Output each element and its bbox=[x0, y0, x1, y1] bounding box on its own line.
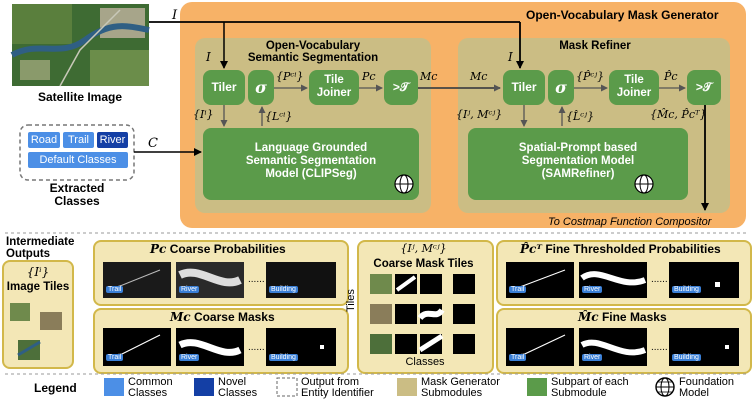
ovss-title: Open-Vocabulary Semantic Segmentation bbox=[247, 40, 379, 64]
tag-river-fm: River bbox=[582, 354, 603, 361]
fine-prob-var: P̂cᵀ bbox=[520, 242, 542, 256]
var-I-top: I bbox=[172, 8, 178, 23]
clipseg-globe-icon bbox=[394, 174, 414, 194]
class-river: River bbox=[97, 132, 128, 148]
extracted-classes-label: Extracted Classes bbox=[49, 181, 105, 208]
var-Pc: Pc bbox=[362, 70, 376, 83]
tag-building-fm: Building bbox=[672, 354, 701, 361]
refiner-sigma: σ bbox=[548, 70, 574, 105]
class-trail: Trail bbox=[63, 132, 94, 148]
tag-trail-fm: Trail bbox=[509, 354, 527, 361]
tag-river-fp: River bbox=[582, 286, 603, 293]
var-Lci: {Lᶜⁱ} bbox=[265, 110, 293, 123]
coarse-prob-label: Coarse Probabilities bbox=[169, 242, 286, 256]
refiner-tile-joiner: Tile Joiner bbox=[609, 70, 659, 105]
fine-masks-var: M̂c bbox=[578, 310, 599, 324]
samrefiner-globe-icon bbox=[634, 174, 654, 194]
ovss-tile-joiner: Tile Joiner bbox=[309, 70, 359, 105]
svg-text:......: ...... bbox=[248, 342, 265, 353]
tag-trail-cp: Trail bbox=[106, 286, 124, 293]
svg-text:......: ...... bbox=[651, 274, 668, 285]
tag-trail-fp: Trail bbox=[509, 286, 527, 293]
svg-text:......: ...... bbox=[651, 342, 668, 353]
legend-output-label: Output from Entity Identifier bbox=[301, 376, 374, 399]
legend-common-swatch bbox=[104, 378, 124, 396]
legend-subpart-label: Subpart of each Submodule bbox=[551, 376, 629, 399]
fine-prob-label: Fine Thresholded Probabilities bbox=[545, 242, 721, 256]
tag-building-cm: Building bbox=[269, 354, 298, 361]
image-tiles-thumbs bbox=[10, 303, 62, 360]
tiles-axis-label: Tiles bbox=[345, 289, 357, 312]
intermediate-outputs-heading: Intermediate Outputs bbox=[6, 236, 75, 260]
legend-submodule-swatch bbox=[397, 378, 417, 396]
var-C: C bbox=[148, 136, 158, 151]
ovss-threshold: >𝒯 bbox=[384, 70, 418, 105]
image-tiles-var: {Iⁱ} bbox=[26, 265, 50, 279]
tag-building-cp: Building bbox=[269, 286, 298, 293]
coarse-tiles-var: {Iʲ, Mᶜʲ} bbox=[400, 242, 447, 255]
fine-masks-title: M̂c Fine Masks bbox=[578, 310, 667, 324]
legend-submodule-label: Mask Generator Submodules bbox=[421, 376, 500, 399]
ovss-sigma: σ bbox=[248, 70, 274, 105]
coarse-masks-label: Coarse Masks bbox=[193, 310, 275, 324]
refiner-tiler: Tiler bbox=[503, 70, 545, 105]
var-Mc-in: Mc bbox=[470, 70, 488, 83]
coarse-tiles-label: Coarse Mask Tiles bbox=[373, 258, 474, 270]
legend-subpart-swatch bbox=[527, 378, 547, 396]
legend-globe-icon bbox=[655, 377, 675, 397]
var-Pc-hat: P̂c bbox=[664, 70, 678, 83]
var-I-left: I bbox=[206, 50, 211, 64]
fine-masks-label: Fine Masks bbox=[601, 310, 667, 324]
image-tiles-label: Image Tiles bbox=[6, 281, 70, 293]
var-Pci: {Pᶜⁱ} bbox=[276, 70, 304, 83]
coarse-mask-tiles-grid bbox=[370, 274, 475, 354]
mask-generator-title: Open-Vocabulary Mask Generator bbox=[526, 8, 719, 22]
coarse-prob-title: Pc Coarse Probabilities bbox=[150, 242, 286, 256]
coarse-masks-var: Mc bbox=[170, 310, 191, 324]
legend-novel-label: Novel Classes bbox=[218, 376, 258, 399]
var-IjMcj: {Iʲ, Mᶜʲ} bbox=[456, 108, 503, 121]
refiner-title: Mask Refiner bbox=[559, 40, 631, 52]
class-road: Road bbox=[28, 132, 60, 148]
var-Mc: Mc bbox=[420, 70, 438, 83]
classes-axis-label: Classes bbox=[405, 356, 445, 368]
var-Ii: {Iⁱ} bbox=[193, 108, 214, 121]
svg-text:......: ...... bbox=[248, 274, 265, 285]
satellite-label: Satellite Image bbox=[37, 90, 123, 104]
var-I-right: I bbox=[508, 50, 513, 64]
ovss-tiler: Tiler bbox=[203, 70, 245, 105]
legend-novel-swatch bbox=[194, 378, 214, 396]
tag-river-cp: River bbox=[179, 286, 200, 293]
refiner-threshold: >𝒯 bbox=[687, 70, 721, 105]
legend-title: Legend bbox=[34, 381, 77, 395]
legend-foundation-label: Foundation Model bbox=[679, 376, 735, 399]
clipseg-model: Language Grounded Semantic Segmentation … bbox=[203, 128, 419, 200]
coarse-prob-var: Pc bbox=[150, 242, 167, 256]
satellite-image bbox=[10, 4, 150, 87]
coarse-masks-title: Mc Coarse Masks bbox=[170, 310, 275, 324]
tag-building-fp: Building bbox=[672, 286, 701, 293]
var-Lcj-hat: {L̂ᶜʲ} bbox=[566, 110, 595, 123]
fine-prob-title: P̂cᵀ Fine Thresholded Probabilities bbox=[520, 242, 721, 256]
var-McPc-hat: {M̂c, P̂cᵀ} bbox=[650, 108, 707, 121]
to-costmap-label: To Costmap Function Compositor bbox=[548, 216, 712, 228]
legend-output-swatch bbox=[276, 377, 298, 397]
legend-common-label: Common Classes bbox=[128, 376, 173, 399]
tag-trail-cm: Trail bbox=[106, 354, 124, 361]
var-Pcj-hat: {P̂ᶜʲ} bbox=[576, 70, 605, 83]
tag-river-cm: River bbox=[179, 354, 200, 361]
class-default: Default Classes bbox=[28, 152, 128, 168]
